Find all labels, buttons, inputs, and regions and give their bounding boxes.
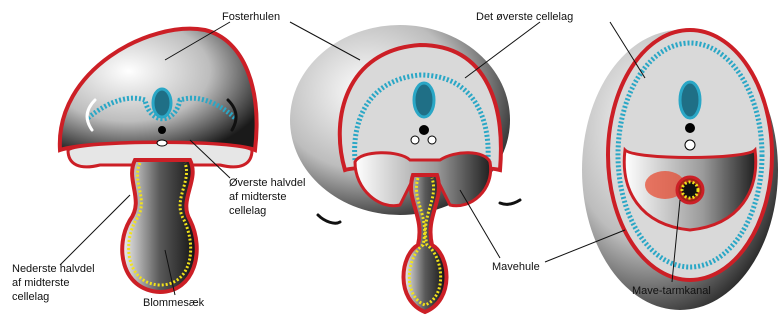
notochord-2 xyxy=(419,125,429,135)
embryo-stage-1 xyxy=(60,29,257,292)
neural-tube-3 xyxy=(680,82,700,118)
label-fosterhulen: Fosterhulen xyxy=(222,11,280,23)
label-nederste-halvdel-3: cellelag xyxy=(12,291,49,303)
vessel-right-2 xyxy=(428,136,436,144)
neural-tube-2 xyxy=(414,83,434,117)
fold-arrow-left-2 xyxy=(318,215,340,223)
label-mavehule: Mavehule xyxy=(492,261,540,273)
embryo-stage-2 xyxy=(290,25,520,312)
notochord-3 xyxy=(685,123,695,133)
label-blommesaek: Blommesæk xyxy=(143,297,205,309)
fold-arrow-right-2 xyxy=(500,200,520,204)
label-det-overste-cellelag: Det øverste cellelag xyxy=(476,11,573,23)
label-nederste-halvdel-1: Nederste halvdel xyxy=(12,263,95,275)
notochord-1 xyxy=(158,126,166,134)
label-overste-halvdel-1: Øverste halvdel xyxy=(229,177,305,189)
label-overste-halvdel-3: cellelag xyxy=(229,205,266,217)
embryo-stage-3 xyxy=(582,30,778,310)
vessel-left-2 xyxy=(411,136,419,144)
label-overste-halvdel-2: af midterste xyxy=(229,191,286,203)
label-nederste-halvdel-2: af midterste xyxy=(12,277,69,289)
aorta-3 xyxy=(685,140,695,150)
endoderm-layer-3 xyxy=(682,182,698,198)
small-lumen-1 xyxy=(157,140,167,146)
label-mave-tarmkanal: Mave-tarmkanal xyxy=(632,285,711,297)
yolk-sac-2 xyxy=(403,175,446,312)
neural-tube-1 xyxy=(153,89,171,117)
